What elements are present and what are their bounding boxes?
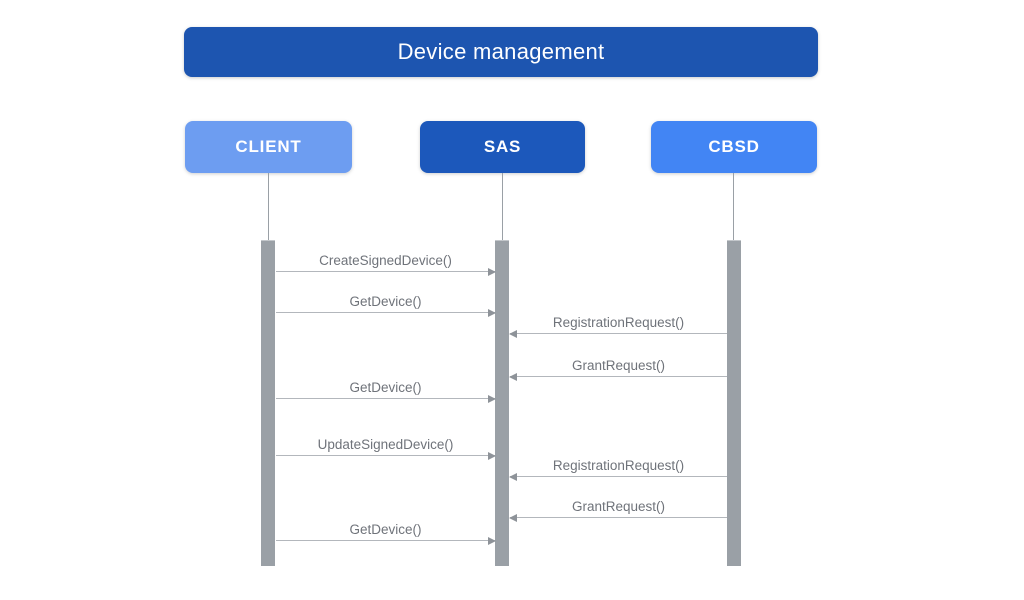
arrow-left xyxy=(509,329,727,338)
lifeline-client xyxy=(268,173,269,240)
message-get-device-2: GetDevice() xyxy=(276,380,496,403)
message-label: RegistrationRequest() xyxy=(552,315,685,330)
message-grant-request-2: GrantRequest() xyxy=(509,499,727,522)
message-label: CreateSignedDevice() xyxy=(319,253,452,268)
activation-bar-sas xyxy=(495,240,509,566)
activation-bar-cbsd xyxy=(727,240,741,566)
arrow-right xyxy=(276,267,496,276)
lifeline-cbsd xyxy=(733,173,734,240)
arrowhead-icon xyxy=(488,267,496,276)
arrow-left xyxy=(509,513,727,522)
arrowhead-icon xyxy=(509,329,517,338)
arrow-left xyxy=(509,372,727,381)
diagram-title-banner: Device management xyxy=(184,27,818,77)
message-label: GrantRequest() xyxy=(571,358,666,373)
message-label: UpdateSignedDevice() xyxy=(317,437,454,452)
actor-client: CLIENT xyxy=(185,121,352,173)
arrowhead-icon xyxy=(488,308,496,317)
message-update-signed-device: UpdateSignedDevice() xyxy=(276,437,496,460)
actor-client-label: CLIENT xyxy=(235,137,302,156)
arrow-right xyxy=(276,394,496,403)
arrowhead-icon xyxy=(488,394,496,403)
message-create-signed-device: CreateSignedDevice() xyxy=(276,253,496,276)
message-label: GetDevice() xyxy=(349,294,422,309)
actor-cbsd: CBSD xyxy=(651,121,817,173)
arrowhead-icon xyxy=(509,513,517,522)
arrowhead-icon xyxy=(488,451,496,460)
arrow-right xyxy=(276,308,496,317)
diagram-title-label: Device management xyxy=(397,39,605,64)
actor-cbsd-label: CBSD xyxy=(708,137,760,156)
arrow-right xyxy=(276,536,496,545)
arrowhead-icon xyxy=(488,536,496,545)
message-get-device-1: GetDevice() xyxy=(276,294,496,317)
arrowhead-icon xyxy=(509,372,517,381)
message-label: GetDevice() xyxy=(349,522,422,537)
arrow-right xyxy=(276,451,496,460)
message-get-device-3: GetDevice() xyxy=(276,522,496,545)
lifeline-sas xyxy=(502,173,503,240)
arrowhead-icon xyxy=(509,472,517,481)
message-grant-request-1: GrantRequest() xyxy=(509,358,727,381)
arrow-left xyxy=(509,472,727,481)
actor-sas-label: SAS xyxy=(483,137,522,156)
message-label: GrantRequest() xyxy=(571,499,666,514)
message-registration-request-1: RegistrationRequest() xyxy=(509,315,727,338)
activation-bar-client xyxy=(261,240,275,566)
message-label: GetDevice() xyxy=(349,380,422,395)
message-registration-request-2: RegistrationRequest() xyxy=(509,458,727,481)
message-label: RegistrationRequest() xyxy=(552,458,685,473)
actor-sas: SAS xyxy=(420,121,585,173)
